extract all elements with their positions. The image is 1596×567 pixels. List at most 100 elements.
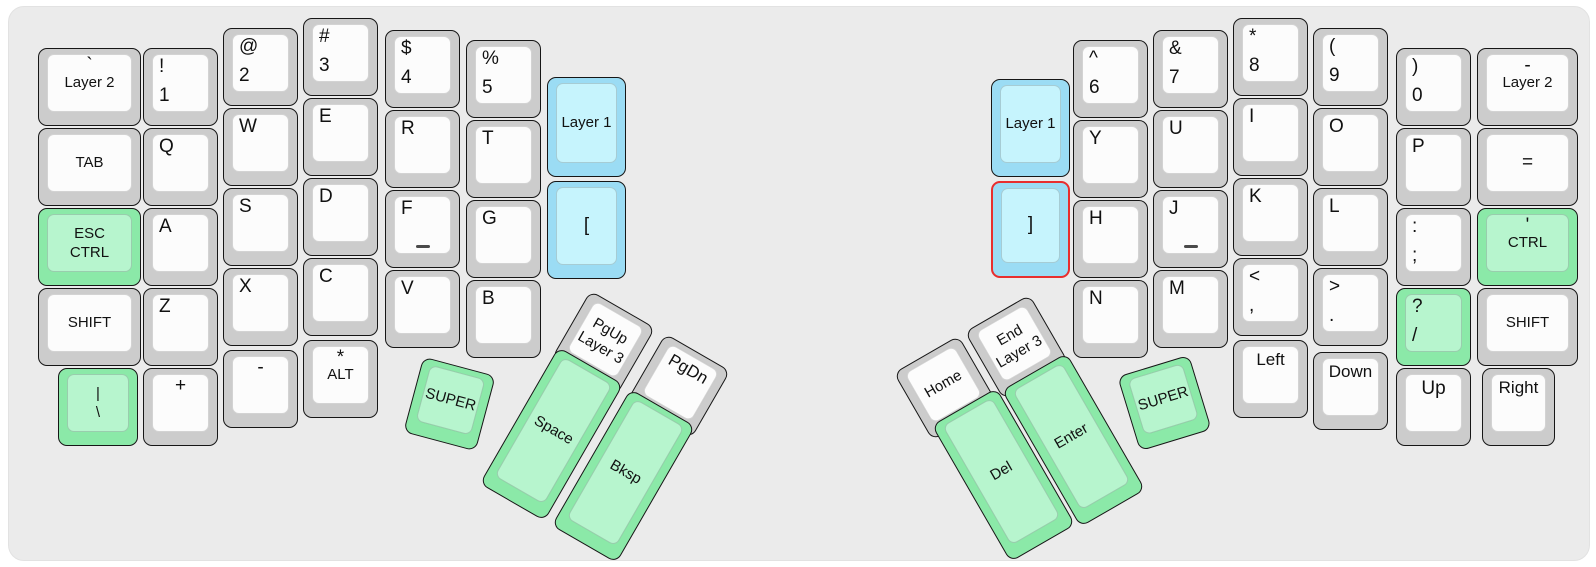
key-layer2-right[interactable]: -Layer 2 xyxy=(1477,48,1578,126)
key-label: T xyxy=(482,128,494,149)
key-m[interactable]: M xyxy=(1153,270,1228,348)
key-label: L xyxy=(1329,196,1340,217)
key-question-slash[interactable]: ?/ xyxy=(1396,288,1471,366)
key-minus-left[interactable]: - xyxy=(223,350,298,428)
key-label: K xyxy=(1249,186,1262,207)
key-o[interactable]: O xyxy=(1313,108,1388,186)
key-w[interactable]: W xyxy=(223,108,298,186)
keycap-top: = xyxy=(1486,134,1569,192)
key-shift-left[interactable]: SHIFT xyxy=(38,288,141,366)
key-layer1-right[interactable]: Layer 1 xyxy=(991,79,1070,177)
key-ast-alt[interactable]: *ALT xyxy=(303,340,378,418)
keycap-top: >. xyxy=(1322,274,1379,332)
key-x[interactable]: X xyxy=(223,268,298,346)
key-label: ; xyxy=(1412,245,1418,267)
keycap-top: ESC CTRL xyxy=(47,214,132,272)
key-up[interactable]: Up xyxy=(1396,368,1471,446)
key-i[interactable]: I xyxy=(1233,98,1308,176)
key-u[interactable]: U xyxy=(1153,110,1228,188)
key-label: ( xyxy=(1329,36,1336,57)
keycap-top: + xyxy=(152,374,209,432)
key-lbracket[interactable]: [ xyxy=(547,181,626,279)
keycap-top: I xyxy=(1242,104,1299,162)
key-label: 1 xyxy=(159,85,170,107)
key-label: ] xyxy=(1027,214,1034,236)
keycap-top: F xyxy=(394,196,451,254)
keycap-top: )0 xyxy=(1405,54,1462,112)
keycap-top: -Layer 2 xyxy=(1486,54,1569,112)
key-label: Layer 1 xyxy=(561,114,612,132)
key-v[interactable]: V xyxy=(385,270,460,348)
key-pipe-backslash[interactable]: | \ xyxy=(58,368,138,446)
keycap-top: U xyxy=(1162,116,1219,174)
key-c[interactable]: C xyxy=(303,258,378,336)
key-label: 5 xyxy=(482,77,493,99)
key-label: Z xyxy=(159,296,171,317)
keycap-top: Down xyxy=(1322,358,1379,416)
keycap-top: (9 xyxy=(1322,34,1379,92)
key-b[interactable]: B xyxy=(466,280,541,358)
key-label: Left xyxy=(1256,350,1285,369)
key-lparen-9[interactable]: (9 xyxy=(1313,28,1388,106)
key-amp-7[interactable]: &7 xyxy=(1153,30,1228,108)
key-label: 7 xyxy=(1169,67,1180,89)
key-j[interactable]: J xyxy=(1153,190,1228,268)
key-label: H xyxy=(1089,208,1103,229)
keycap-top: Z xyxy=(152,294,209,352)
key-y[interactable]: Y xyxy=(1073,120,1148,198)
key-rparen-0[interactable]: )0 xyxy=(1396,48,1471,126)
key-shift-right[interactable]: SHIFT xyxy=(1477,288,1578,366)
key-f[interactable]: F xyxy=(385,190,460,268)
key-g[interactable]: G xyxy=(466,200,541,278)
key-colon-semicolon[interactable]: :; xyxy=(1396,208,1471,286)
key-esc-ctrl[interactable]: ESC CTRL xyxy=(38,208,141,286)
key-z[interactable]: Z xyxy=(143,288,218,366)
key-label: 6 xyxy=(1089,77,1100,99)
keycap-top: [ xyxy=(556,187,617,265)
key-percent-5[interactable]: %5 xyxy=(466,40,541,118)
key-tab[interactable]: TAB xyxy=(38,128,141,206)
key-label: Layer 1 xyxy=(1005,115,1056,133)
key-exclam-1[interactable]: !1 xyxy=(143,48,218,126)
key-lt-comma[interactable]: <, xyxy=(1233,258,1308,336)
key-hash-3[interactable]: #3 xyxy=(303,18,378,96)
key-t[interactable]: T xyxy=(466,120,541,198)
key-layer1-left[interactable]: Layer 1 xyxy=(547,77,626,177)
key-n[interactable]: N xyxy=(1073,280,1148,358)
key-dollar-4[interactable]: $4 xyxy=(385,30,460,108)
keycap-top: C xyxy=(312,264,369,322)
key-plus[interactable]: + xyxy=(143,368,218,446)
key-layer2-left[interactable]: `Layer 2 xyxy=(38,48,141,126)
key-e[interactable]: E xyxy=(303,98,378,176)
key-q[interactable]: Q xyxy=(143,128,218,206)
keycap-top: H xyxy=(1082,206,1139,264)
key-super-right[interactable]: SUPER xyxy=(1117,354,1212,452)
key-super-left[interactable]: SUPER xyxy=(403,356,496,452)
key-label: , xyxy=(1249,295,1255,317)
key-k[interactable]: K xyxy=(1233,178,1308,256)
key-right[interactable]: Right xyxy=(1482,368,1555,446)
key-label: P xyxy=(1412,136,1425,157)
key-down[interactable]: Down xyxy=(1313,352,1388,430)
key-d[interactable]: D xyxy=(303,178,378,256)
key-h[interactable]: H xyxy=(1073,200,1148,278)
key-label: Layer 2 xyxy=(64,74,115,92)
key-p[interactable]: P xyxy=(1396,128,1471,206)
key-a[interactable]: A xyxy=(143,208,218,286)
key-label: 2 xyxy=(239,65,250,87)
key-equals[interactable]: = xyxy=(1477,128,1578,206)
key-label: : xyxy=(1412,216,1418,237)
key-left[interactable]: Left xyxy=(1233,340,1308,418)
key-at-2[interactable]: @2 xyxy=(223,28,298,106)
key-rbracket[interactable]: ] xyxy=(991,181,1070,278)
key-ast-8[interactable]: *8 xyxy=(1233,18,1308,96)
key-r[interactable]: R xyxy=(385,110,460,188)
key-label: * xyxy=(1249,26,1257,47)
key-quote-ctrl[interactable]: 'CTRL xyxy=(1477,208,1578,286)
keycap-top: L xyxy=(1322,194,1379,252)
key-s[interactable]: S xyxy=(223,188,298,266)
key-gt-period[interactable]: >. xyxy=(1313,268,1388,346)
key-l[interactable]: L xyxy=(1313,188,1388,266)
key-caret-6[interactable]: ^6 xyxy=(1073,40,1148,118)
keycap-top: *8 xyxy=(1242,24,1299,82)
